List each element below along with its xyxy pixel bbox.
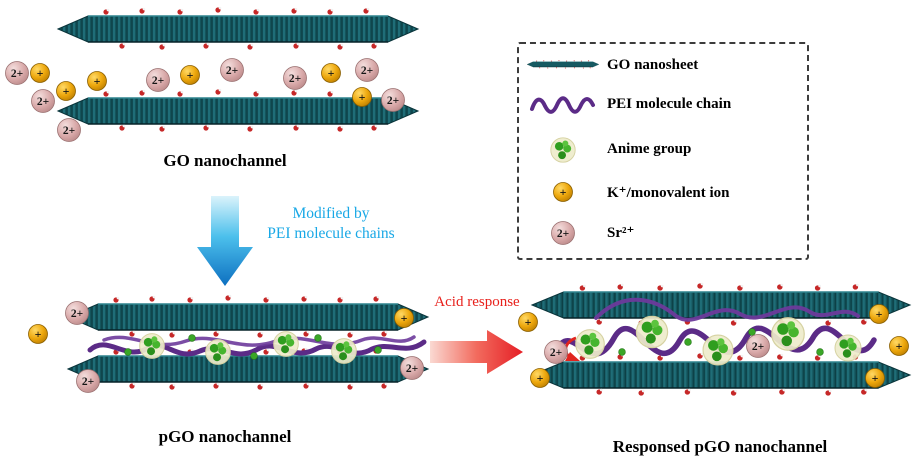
amine-dot: [684, 338, 692, 346]
amine-dot: [816, 348, 824, 356]
go-nanosheet: [532, 283, 910, 326]
anime-group: [834, 334, 862, 362]
sr-ion: [283, 66, 307, 90]
legend-item-anime-group: Anime group: [519, 135, 807, 165]
anime-group: [205, 339, 231, 365]
modified-arrow-text-line1: Modified by: [292, 205, 370, 222]
responsed-pgo-label: Responsed pGO nanochannel: [612, 437, 828, 456]
modified-arrow-text-line2: PEI molecule chains: [267, 225, 395, 243]
legend-label: PEI molecule chain: [607, 96, 732, 113]
acid-response-text: Acid response: [434, 294, 520, 310]
go-nanochannel-illustration: [5, 7, 419, 142]
sr-ion: [146, 68, 170, 92]
legend-label: K⁺/monovalent ion: [607, 184, 730, 201]
sr-ion: [381, 88, 405, 112]
anime-group-icon: [519, 135, 607, 165]
sr-ion: [76, 369, 100, 393]
anime-group: [139, 333, 165, 359]
go-nanosheet-icon: [519, 56, 607, 74]
k-ion: [56, 81, 76, 101]
legend-item-sr-ion: Sr²⁺: [519, 220, 807, 246]
anime-group: [273, 331, 299, 357]
anime-group: [331, 338, 357, 364]
sr-ion-icon: [519, 220, 607, 246]
pei-chain-icon: [519, 91, 607, 119]
amine-dot: [314, 334, 322, 342]
amine-dot: [124, 348, 132, 356]
sr-ion: [400, 356, 424, 380]
sr-ion: [746, 334, 770, 358]
sr-ion: [544, 340, 568, 364]
amine-dot: [250, 352, 258, 360]
pei-chain: [594, 297, 860, 322]
legend-item-go-nanosheet: GO nanosheet: [519, 56, 807, 74]
sr-ion: [355, 58, 379, 82]
k-ion-icon: [519, 181, 607, 203]
k-ion: [352, 87, 372, 107]
go-nanosheet: [58, 7, 418, 50]
legend-label: Anime group: [607, 141, 692, 158]
sr-ion: [65, 301, 89, 325]
k-ion: [180, 65, 200, 85]
amine-dot: [188, 334, 196, 342]
k-ion: [889, 336, 909, 356]
k-ion: [28, 324, 48, 344]
go-nanochannel-label: GO nanochannel: [163, 151, 287, 170]
k-ion: [865, 368, 885, 388]
legend-box: GO nanosheet PEI molecule chain Anime gr…: [517, 42, 809, 260]
sr-ion: [31, 89, 55, 113]
amine-dot: [374, 346, 382, 354]
proton-curl-arrowhead: [565, 352, 580, 361]
legend-label: Sr²⁺: [607, 225, 635, 242]
go-nanosheet: [68, 295, 428, 338]
sr-ion: [57, 118, 81, 142]
acid-response-arrow: [430, 330, 523, 374]
legend-item-pei-chain: PEI molecule chain: [519, 91, 807, 119]
amine-dot: [618, 348, 626, 356]
k-ion: [87, 71, 107, 91]
k-ion: [321, 63, 341, 83]
legend-label: GO nanosheet: [607, 56, 699, 73]
modified-down-arrow: [197, 196, 253, 286]
anime-group: [635, 315, 669, 349]
pgo-nanochannel-label: pGO nanochannel: [158, 427, 292, 446]
anime-group: [771, 317, 805, 351]
k-ion: [30, 63, 50, 83]
sr-ion: [220, 58, 244, 82]
k-ion: [869, 304, 889, 324]
anime-group: [702, 334, 734, 366]
legend-item-k-ion: K⁺/monovalent ion: [519, 181, 807, 203]
pgo-nanochannel-illustration: [28, 295, 429, 393]
anime-group: [575, 329, 605, 359]
k-ion: [530, 368, 550, 388]
sr-ion: [5, 61, 29, 85]
amine-dot: [748, 328, 756, 336]
modified-arrow-text: Modified by PEI molecule chains: [242, 204, 420, 244]
k-ion: [518, 312, 538, 332]
responsed-pgo-illustration: [518, 283, 911, 396]
